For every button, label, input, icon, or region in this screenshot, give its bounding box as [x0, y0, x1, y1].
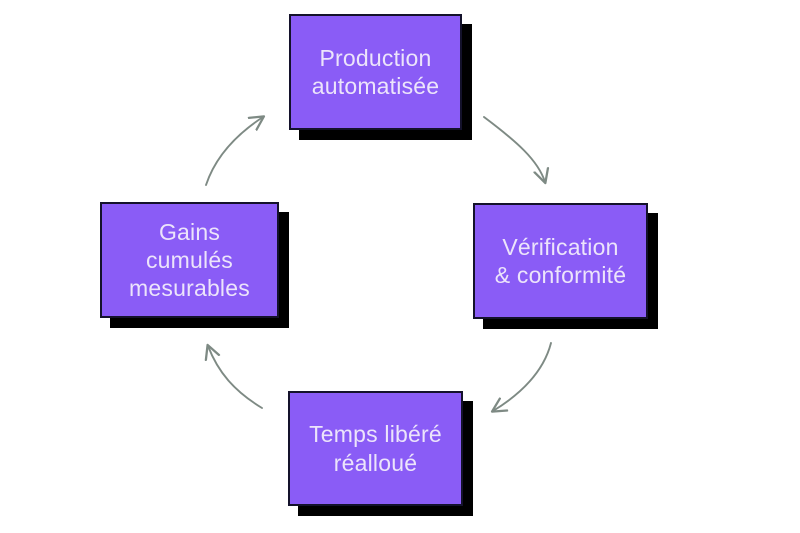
node-temps-libere-realloue[interactable]: Temps libéré réalloué	[288, 391, 463, 506]
arrow-left-to-top	[205, 117, 263, 186]
arrow-bottom-to-left	[208, 346, 263, 409]
node-production-automatisee[interactable]: Production automatisée	[289, 14, 462, 130]
node-verification-conformite[interactable]: Vérification & conformité	[473, 203, 648, 319]
arrow-top-to-right	[483, 116, 545, 182]
arrow-right-to-bottom	[493, 342, 552, 411]
node-gains-cumules-mesurables[interactable]: Gains cumulés mesurables	[100, 202, 279, 318]
